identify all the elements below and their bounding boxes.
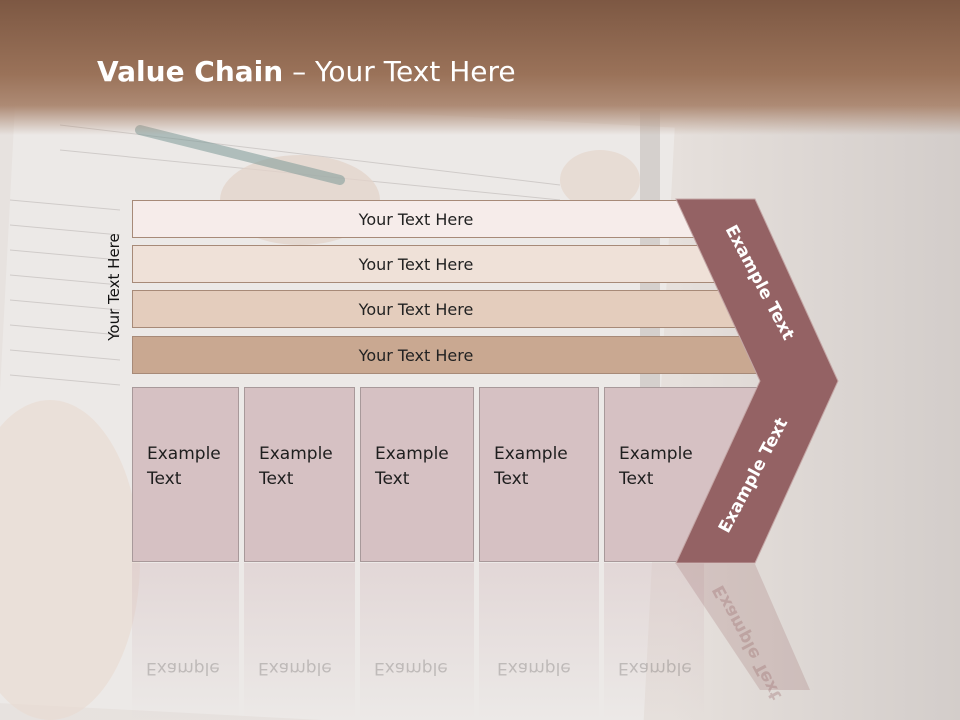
title-bold: Value Chain xyxy=(97,55,284,88)
reflection-1-text: Example xyxy=(146,658,220,678)
band-3-label: Your Text Here xyxy=(358,299,474,319)
band-3: Your Text Here xyxy=(132,290,760,328)
reflection-4: Example xyxy=(479,563,599,720)
box-3-line1: Example xyxy=(375,444,449,464)
reflection-3: Example xyxy=(360,563,474,720)
band-1: Your Text Here xyxy=(132,200,714,238)
reflection-2-text: Example xyxy=(258,658,332,678)
band-2: Your Text Here xyxy=(132,245,737,283)
box-5-line2: Text xyxy=(619,469,654,489)
title-rest: – Your Text Here xyxy=(283,55,516,88)
band-4: Your Text Here xyxy=(132,336,784,374)
band-4-label: Your Text Here xyxy=(358,345,474,365)
band-1-label: Your Text Here xyxy=(358,209,474,229)
band-2-label: Your Text Here xyxy=(358,254,474,274)
reflection-4-text: Example xyxy=(497,658,571,678)
header-band xyxy=(0,0,960,135)
box-1-line2: Text xyxy=(147,469,182,489)
reflection-1: Example xyxy=(132,563,239,720)
box-5-line1: Example xyxy=(619,444,693,464)
box-3-line2: Text xyxy=(375,469,410,489)
reflection-3-text: Example xyxy=(374,658,448,678)
reflection-5: Example xyxy=(604,563,704,720)
box-1-line1: Example xyxy=(147,444,221,464)
box-2-line1: Example xyxy=(259,444,333,464)
box-4-line1: Example xyxy=(494,444,568,464)
box-2-line2: Text xyxy=(259,469,294,489)
side-label-text: Your Text Here xyxy=(105,233,123,341)
reflection-2: Example xyxy=(244,563,355,720)
box-4-line2: Text xyxy=(494,469,529,489)
slide-title: Value Chain – Your Text Here xyxy=(97,55,516,88)
reflection-5-text: Example xyxy=(618,658,692,678)
